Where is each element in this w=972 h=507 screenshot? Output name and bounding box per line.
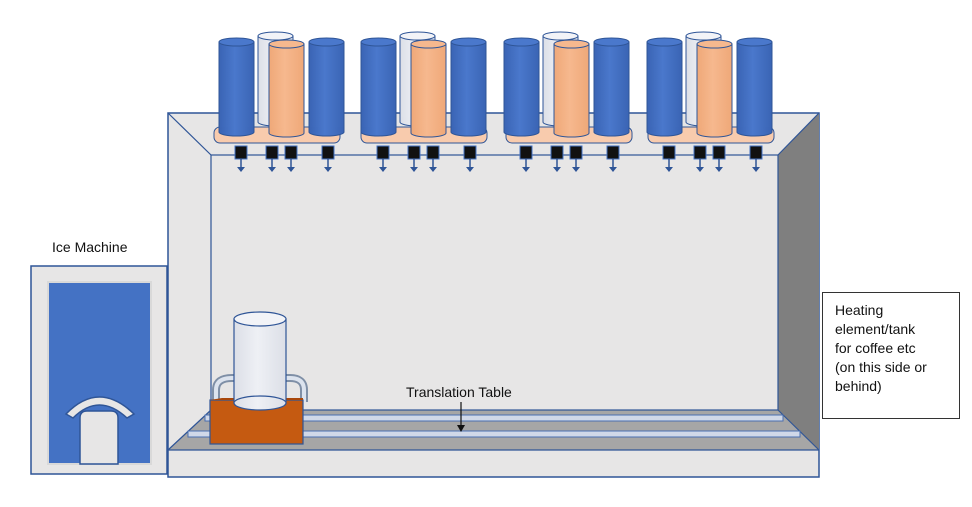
canister-peach bbox=[268, 39, 305, 138]
dispense-valve bbox=[662, 145, 676, 172]
ice-machine-label: Ice Machine bbox=[52, 239, 128, 255]
heating-element-note: Heating element/tank for coffee etc (on … bbox=[822, 292, 960, 419]
heating-note-line: (on this side or bbox=[835, 359, 927, 375]
dispense-valve bbox=[265, 145, 279, 172]
canister-blue bbox=[593, 37, 630, 137]
rail-front bbox=[187, 430, 801, 438]
cup bbox=[233, 311, 287, 411]
canister-blue bbox=[646, 37, 683, 137]
cabinet-right-wall bbox=[778, 113, 819, 450]
translation-table bbox=[187, 402, 801, 438]
ice-machine bbox=[30, 265, 168, 475]
dispenser-group-3 bbox=[503, 31, 633, 172]
dispenser-group-1 bbox=[213, 31, 345, 172]
heating-note-line: element/tank bbox=[835, 321, 916, 337]
canister-blue bbox=[736, 37, 773, 137]
dispense-valve bbox=[234, 145, 248, 172]
dispenser-group-2 bbox=[360, 31, 488, 172]
cup-carriage bbox=[209, 311, 308, 445]
dispense-valve bbox=[712, 145, 726, 172]
dispense-valve bbox=[376, 145, 390, 172]
dispense-valve bbox=[550, 145, 564, 172]
rail-back bbox=[204, 414, 784, 422]
canister-peach bbox=[410, 39, 447, 138]
canister-blue bbox=[450, 37, 487, 137]
canister-blue bbox=[503, 37, 540, 137]
canister-blue bbox=[308, 37, 345, 137]
translation-table-label: Translation Table bbox=[406, 384, 512, 400]
dispense-valve bbox=[749, 145, 763, 172]
dispenser-array bbox=[213, 31, 775, 172]
heating-note-line: Heating bbox=[835, 302, 884, 318]
canister-peach bbox=[553, 39, 590, 138]
cabinet-back-wall bbox=[210, 154, 779, 411]
dispense-valve bbox=[321, 145, 335, 172]
dispense-valve bbox=[463, 145, 477, 172]
dispense-valve bbox=[606, 145, 620, 172]
ice-dispenser-arch bbox=[64, 396, 136, 419]
dispense-valve bbox=[569, 145, 583, 172]
dispense-valve bbox=[426, 145, 440, 172]
canister-peach bbox=[696, 39, 733, 138]
heating-note-line: for coffee etc bbox=[835, 340, 916, 356]
carriage-block bbox=[209, 399, 304, 445]
dispense-valve bbox=[693, 145, 707, 172]
canister-blue bbox=[360, 37, 397, 137]
canister-blue bbox=[218, 37, 255, 137]
dispense-valve bbox=[519, 145, 533, 172]
dispense-valve bbox=[407, 145, 421, 172]
dispenser-group-4 bbox=[646, 31, 775, 172]
dispense-valve bbox=[284, 145, 298, 172]
ice-dispenser-chute bbox=[79, 410, 119, 465]
heating-note-line: behind) bbox=[835, 378, 882, 394]
